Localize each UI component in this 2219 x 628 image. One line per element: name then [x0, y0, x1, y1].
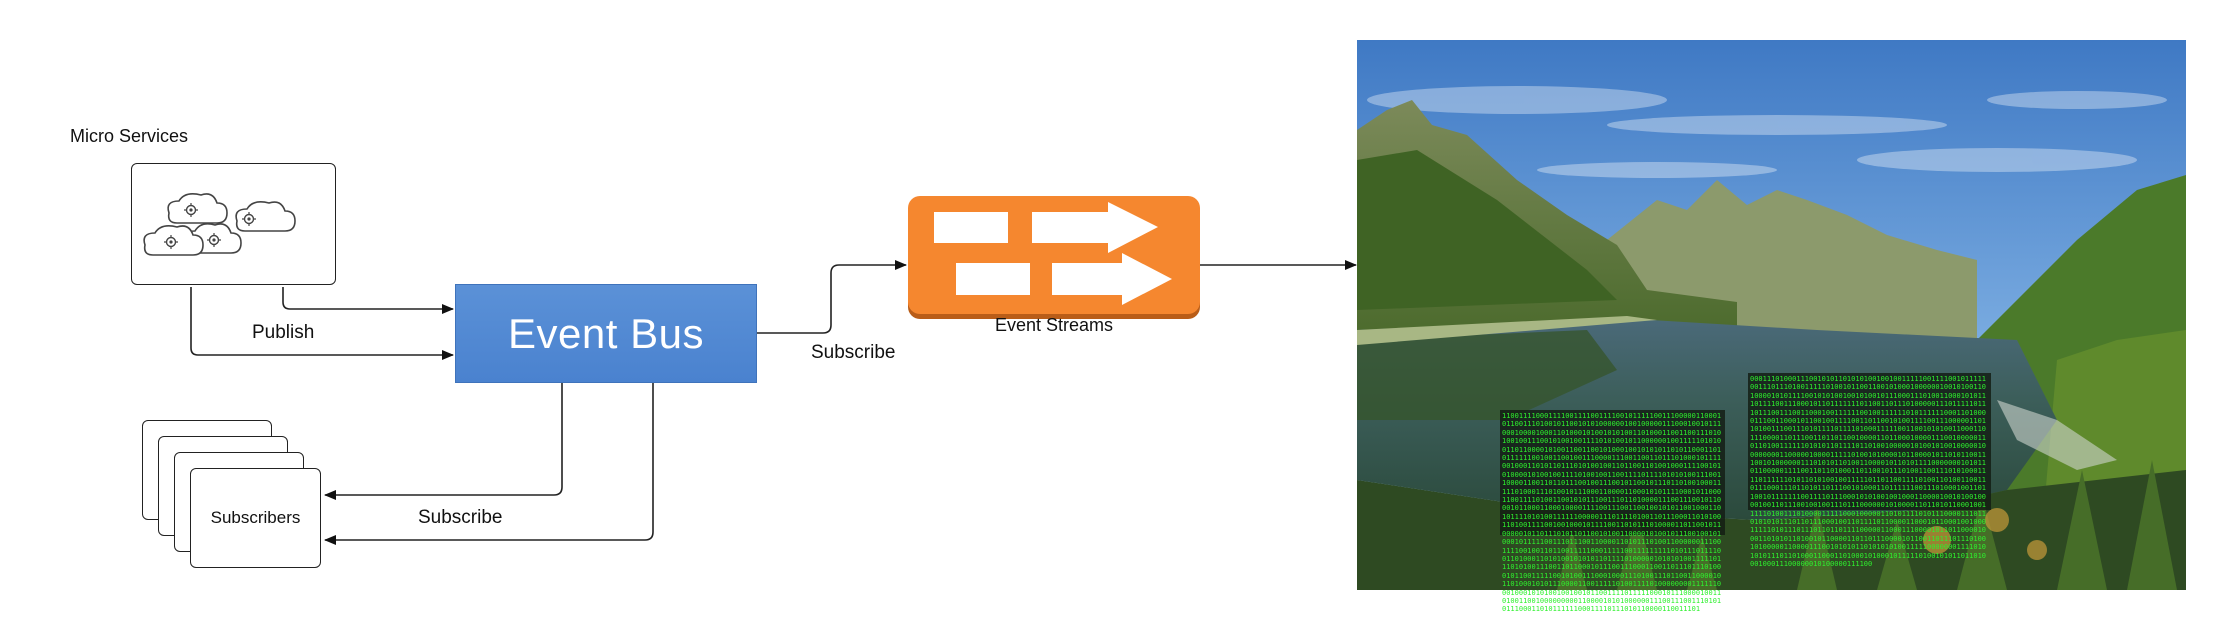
- subscribe-label-streams: Subscribe: [811, 342, 896, 363]
- micro-services-node[interactable]: [131, 163, 336, 285]
- event-streams-label: Event Streams: [995, 315, 1114, 335]
- event-streams-node[interactable]: [908, 196, 1200, 314]
- micro-services-label: Micro Services: [70, 126, 189, 146]
- publish-label: Publish: [252, 322, 315, 343]
- subscribe-label-subscribers: Subscribe: [418, 507, 503, 528]
- publish-connector-lower: [190, 287, 454, 360]
- binary-overlay-left: 1100111100011110011110011110010111110011…: [1500, 410, 1725, 613]
- publish-connector-upper: [282, 287, 454, 314]
- bus-to-subscribers-upper: [324, 383, 563, 500]
- subscribers-node[interactable]: Subscribers: [190, 468, 321, 568]
- subscribe-connector-to-streams: [757, 260, 907, 334]
- subscribers-label: Subscribers: [210, 508, 301, 527]
- event-bus-node[interactable]: Event Bus: [455, 284, 757, 383]
- event-bus-label: Event Bus: [508, 309, 704, 357]
- landscape-photo: 1100111100011110011110011110010111110011…: [1357, 40, 2186, 613]
- bus-to-subscribers-lower: [324, 383, 654, 545]
- stream-arrows-icon: [934, 202, 1172, 305]
- binary-overlay-right: 0001110100011100101011010101001001001111…: [1748, 373, 1991, 568]
- cloud-gears-icon: [143, 193, 296, 256]
